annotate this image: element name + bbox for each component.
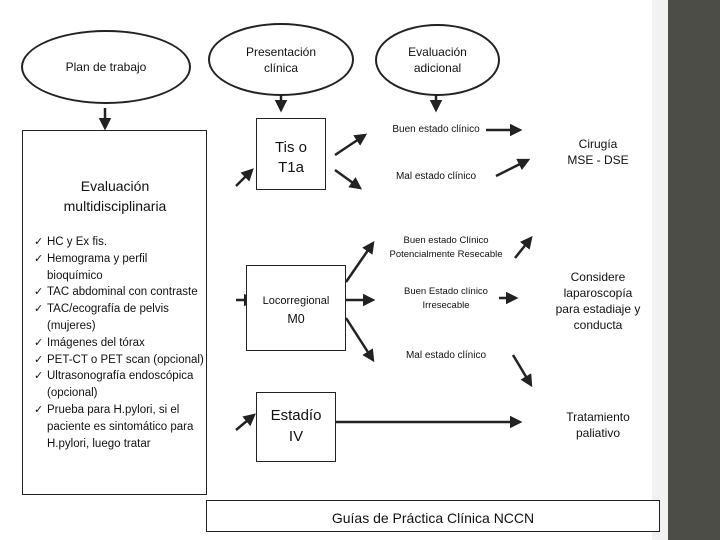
- checklist-item: Imágenes del tórax: [34, 335, 204, 352]
- sidebar-light-strip: [652, 0, 668, 540]
- considere-laparoscopia: Considere laparoscopía para estadiaje y …: [555, 270, 641, 332]
- footer-box: [206, 500, 660, 532]
- multidisciplinaria-checklist: HC y Ex fis. Hemograma y perfil bioquími…: [34, 234, 204, 452]
- mal-estado-clinico-1: Mal estado clínico: [395, 171, 477, 182]
- arrow-to-tis: [235, 168, 254, 187]
- arrow-to-estadio: [235, 413, 256, 431]
- checklist-item: PET-CT o PET scan (opcional): [34, 352, 204, 369]
- tis-t1a-label: Tis o T1a: [275, 139, 307, 176]
- sidebar-dark-strip: [668, 0, 720, 540]
- cirugia-mse-dse: Cirugía MSE - DSE: [567, 137, 629, 167]
- arrow-loco-mal: [344, 317, 375, 363]
- arrow-mal-tratamiento: [511, 354, 533, 388]
- estadio-iv-box: [256, 392, 336, 462]
- buen-estado-resecable: Buen estado Clínico Potencialmente Resec…: [389, 235, 503, 260]
- plan-de-trabajo-label: Plan de trabajo: [65, 60, 147, 74]
- buen-estado-clinico: Buen estado clínico: [392, 124, 480, 135]
- arrow-loco-resecable: [344, 240, 375, 283]
- tis-t1a-box: [256, 118, 326, 190]
- evaluacion-adicional-oval: Evaluación adicional: [375, 24, 500, 96]
- checklist-item: TAC/ecografía de pelvis (mujeres): [34, 301, 204, 335]
- buen-estado-irresecable: Buen Estado clínico Irresecable: [404, 286, 488, 311]
- checklist-item: HC y Ex fis.: [34, 234, 204, 251]
- presentacion-clinica-label: Presentación clínica: [245, 44, 317, 75]
- checklist-item: Hemograma y perfil bioquímico: [34, 251, 204, 285]
- arrow-resecable-considere: [514, 236, 533, 259]
- multidisciplinaria-title: Evaluación multidisciplinaria: [63, 178, 167, 214]
- arrow-mal-cirugia: [495, 158, 531, 178]
- locorregional-m0-box: [246, 265, 346, 351]
- m0-label: M0: [287, 312, 305, 326]
- footer-label: Guías de Práctica Clínica NCCN: [331, 510, 535, 526]
- plan-de-trabajo-oval: Plan de trabajo: [21, 30, 191, 104]
- mal-estado-clinico-2: Mal estado clínico: [405, 350, 487, 361]
- locorregional-label: Locorregional: [262, 295, 330, 307]
- checklist-item: TAC abdominal con contraste: [34, 284, 204, 301]
- estadio-iv-label: Estadío IV: [270, 407, 322, 445]
- checklist-item: Prueba para H.pylori, si el paciente es …: [34, 402, 204, 452]
- presentacion-clinica-oval: Presentación clínica: [208, 23, 354, 96]
- checklist-item: Ultrasonografía endoscópica (opcional): [34, 368, 204, 402]
- evaluacion-adicional-label: Evaluación adicional: [408, 45, 467, 75]
- arrow-tis-buen: [334, 133, 368, 157]
- tratamiento-paliativo: Tratamiento paliativo: [566, 410, 630, 440]
- arrow-tis-mal: [334, 168, 363, 190]
